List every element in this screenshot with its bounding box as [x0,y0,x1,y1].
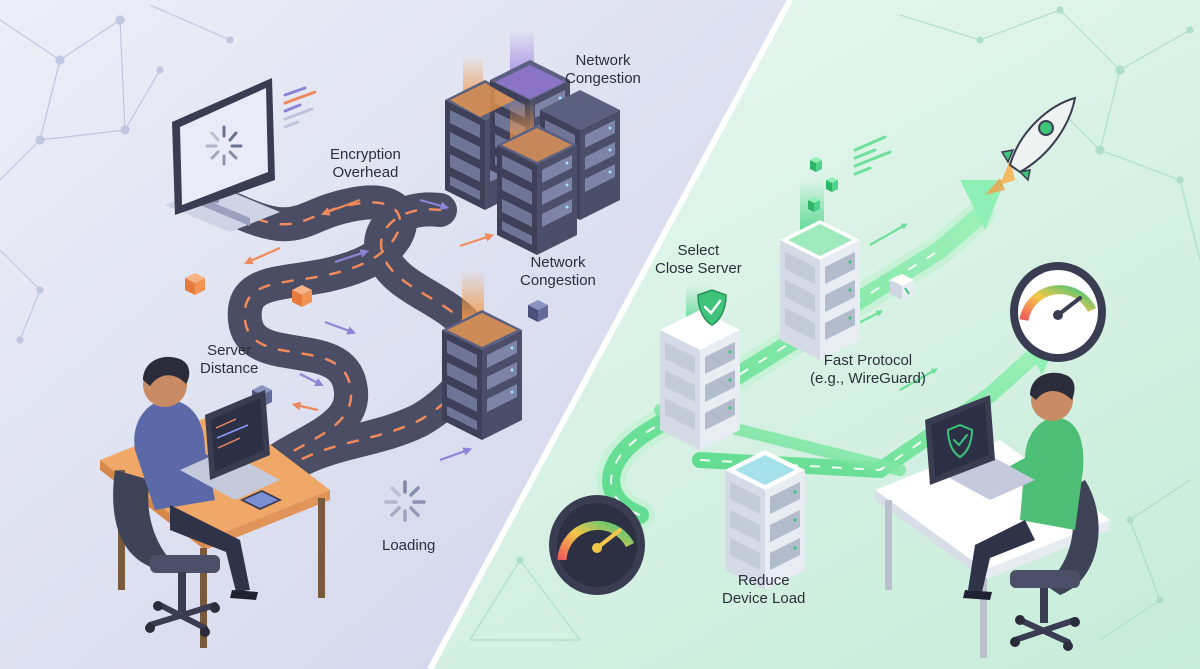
person-icon [963,372,1084,600]
server-reduce-load [725,450,805,590]
data-packet-cube [808,197,820,212]
code-lines-decoration [283,86,317,129]
data-packet-cube [890,274,914,300]
server-rack-icon [660,310,740,450]
server-select-close [660,285,740,450]
server-fast-protocol [780,180,860,360]
label-network-congestion-mid: Network Congestion [520,254,596,289]
network-mesh-right [469,6,1200,641]
server-cluster-top [445,30,620,255]
loading-spinner-icon [384,480,426,522]
phone-icon [240,490,282,510]
label-loading: Loading [382,537,436,554]
speedometer-icon [1010,262,1106,362]
network-mesh-left [0,4,234,344]
label-reduce-device-load: Reduce Device Load [722,572,806,607]
rocket-icon [985,96,1077,195]
loading-spinner-icon [205,125,243,166]
laptop-icon [180,390,280,500]
data-packet-cube [826,177,838,192]
code-lines-decoration [853,135,892,176]
label-server-distance: Server Distance [200,342,259,377]
traffic-arrows [243,198,495,462]
speedometer-icon [549,495,645,595]
office-chair-icon [113,470,220,637]
shield-check-icon [946,423,974,459]
office-chair-icon [1010,480,1099,651]
monitor-icon [165,78,280,232]
label-encryption-overhead: Encryption Overhead [330,146,401,181]
shield-check-icon [697,289,727,326]
divider-line [427,0,793,669]
label-network-congestion-top: Network Congestion [565,52,641,87]
data-packet-cube [810,157,822,172]
label-select-close-server: Select Close Server [655,242,742,277]
server-mid [442,270,522,440]
laptop-icon [925,395,1035,500]
label-fast-protocol: Fast Protocol (e.g., WireGuard) [810,352,926,387]
